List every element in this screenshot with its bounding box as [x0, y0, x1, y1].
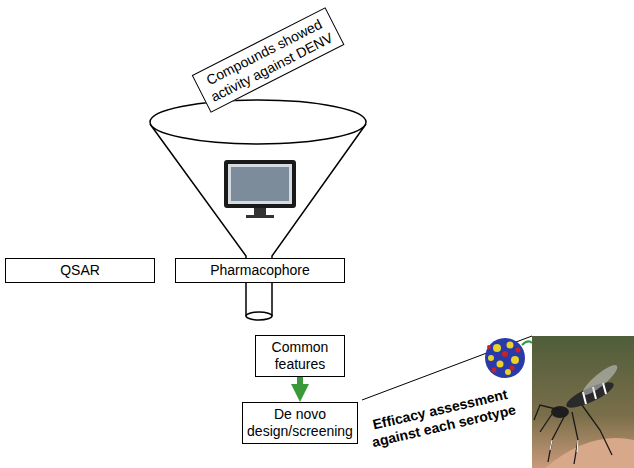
monitor-icon: [224, 160, 296, 218]
virus-particle: [485, 338, 532, 378]
method-box: QSAR: [5, 258, 155, 283]
box-text: Compounds showed activity against DENV: [198, 13, 338, 106]
box-text: Pharmacophore: [180, 262, 340, 279]
process-box: Common features: [255, 335, 345, 377]
process-box: De novo design/screening: [242, 402, 358, 444]
flow-arrow: [297, 377, 303, 384]
input-box: Compounds showed activity against DENV: [192, 7, 345, 112]
box-text: QSAR: [10, 262, 150, 279]
funnel: [150, 100, 366, 320]
annotation-label: Efficacy assessment against each serotyp…: [358, 383, 525, 453]
mosquito-photo: [532, 336, 634, 468]
box-text: De novo design/screening: [247, 406, 353, 440]
box-text: Common features: [260, 339, 340, 373]
method-box: Pharmacophore: [175, 258, 345, 283]
